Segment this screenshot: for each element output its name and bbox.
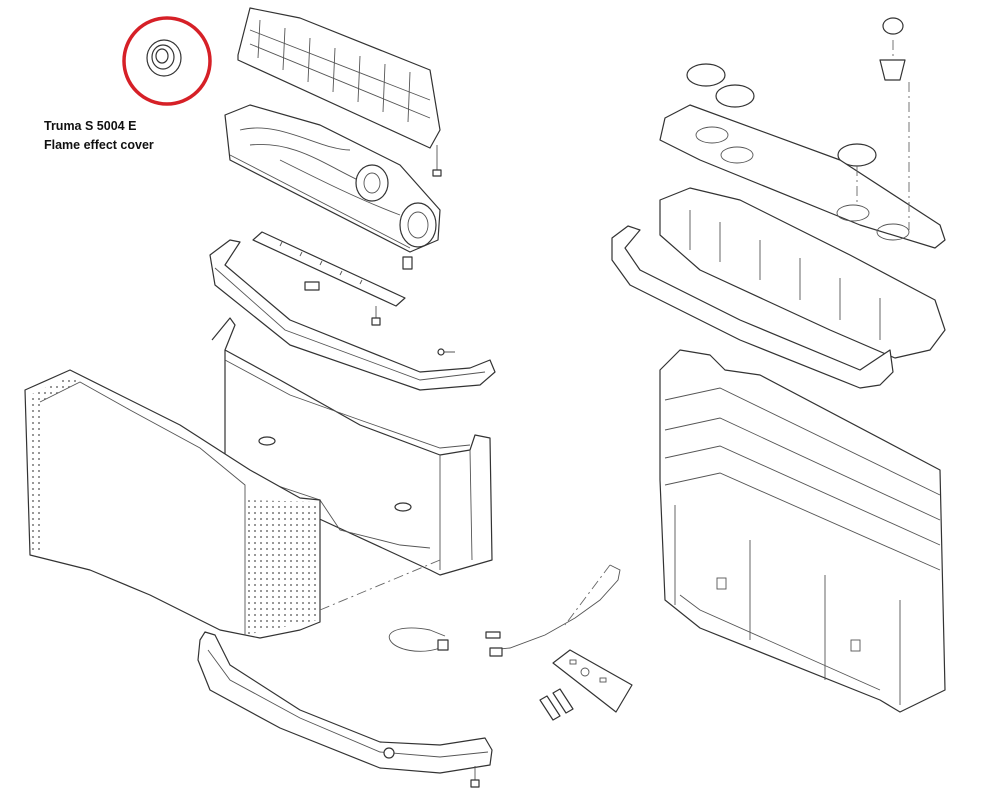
cable-harness (388, 564, 621, 657)
burner-grille (237, 7, 442, 177)
led-board (252, 231, 406, 326)
front-panel-frame (207, 317, 493, 576)
remote-control (552, 649, 633, 713)
heater-body (659, 349, 946, 713)
control-housing (659, 187, 946, 359)
housing-front-trim (611, 225, 894, 389)
part-caption: Truma S 5004 E Flame effect cover (44, 117, 154, 155)
perforated-screen (24, 369, 321, 639)
batteries (539, 688, 574, 721)
caption-part: Flame effect cover (44, 138, 154, 152)
log-set (224, 104, 441, 270)
caption-model: Truma S 5004 E (44, 119, 137, 133)
assembly-lines (319, 40, 910, 626)
highlight-circle[interactable] (122, 16, 212, 106)
bottom-trim-bar (197, 631, 493, 788)
control-knobs (686, 17, 906, 167)
top-trim-bar (209, 239, 496, 391)
top-cover-plate (659, 104, 946, 249)
flame-effect-cover-part[interactable] (146, 39, 182, 77)
